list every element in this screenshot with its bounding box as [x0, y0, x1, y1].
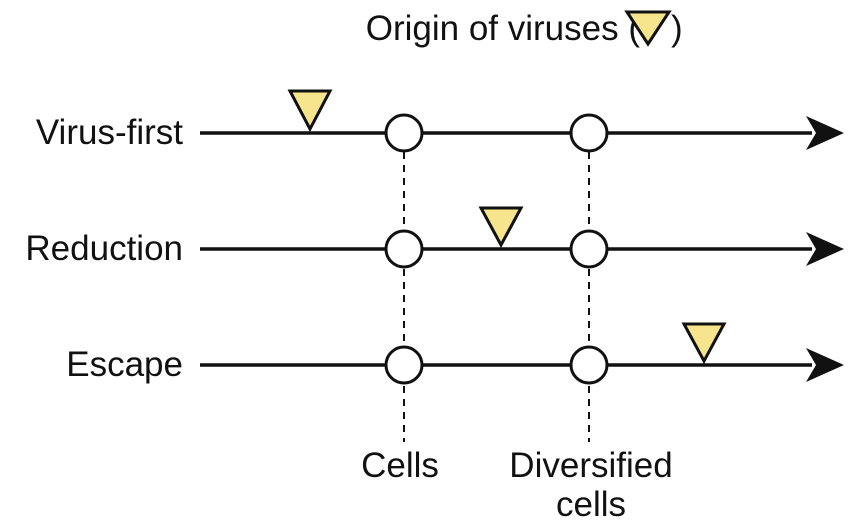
yellow-down-triangle-icon	[624, 10, 672, 47]
arrowhead-icon	[806, 232, 844, 266]
cells-milestone-circle	[384, 229, 424, 269]
diversified-cells-milestone-circle	[569, 113, 609, 153]
arrowhead-icon	[806, 116, 844, 150]
arrowhead-icon	[806, 348, 844, 382]
diagram-title-text: Origin of viruses (	[366, 9, 641, 48]
diversified-cells-milestone-circle	[569, 229, 609, 269]
diagram-title: Origin of viruses ( )	[366, 9, 683, 48]
timeline-label: Escape	[66, 345, 183, 384]
cells-milestone-circle	[384, 113, 424, 153]
virus-origin-marker-icon	[287, 89, 333, 133]
timeline-escape: Escape	[66, 322, 844, 385]
timeline-label: Reduction	[25, 229, 183, 268]
timeline-reduction: Reduction	[25, 206, 844, 269]
diagram-title-close-paren: )	[671, 9, 683, 48]
cells-label: Cells	[361, 446, 439, 485]
timeline-label: Virus-first	[36, 113, 183, 152]
diversified-cells-milestone-circle	[569, 345, 609, 385]
diversified-cells-label-line-2: cells	[556, 485, 626, 524]
virus-origin-marker-icon	[478, 206, 524, 249]
diversified-cells-label-line-1: Diversified	[509, 446, 672, 485]
milestone-labels: Cells Diversified cells	[361, 446, 673, 524]
virus-origin-marker-icon	[681, 322, 727, 365]
milestone-guides	[403, 152, 590, 442]
timeline-virus-first: Virus-first	[36, 89, 844, 153]
cells-milestone-circle	[384, 345, 424, 385]
